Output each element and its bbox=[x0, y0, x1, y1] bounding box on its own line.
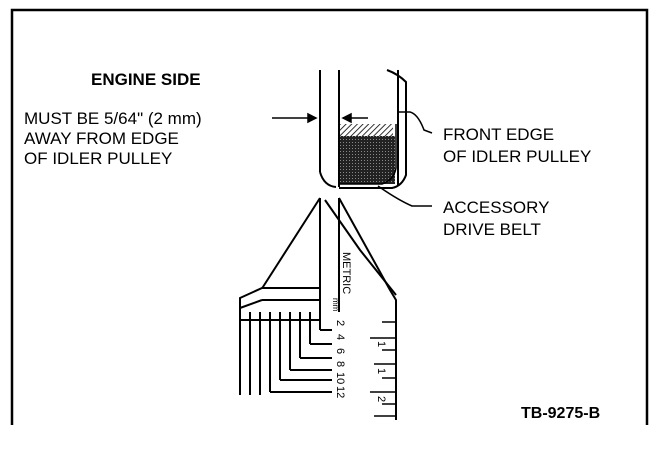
mm-tick-label: 4 bbox=[334, 334, 346, 340]
accessory-label-line-2: DRIVE BELT bbox=[443, 220, 541, 239]
inch-tick-label: 1 bbox=[375, 368, 387, 374]
front-edge-label-line-2: OF IDLER PULLEY bbox=[443, 147, 592, 166]
figure-id-label: TB-9275-B bbox=[521, 405, 601, 422]
engine-side-label: ENGINE SIDE bbox=[91, 70, 201, 89]
accessory-drive-belt bbox=[340, 124, 397, 185]
inch-scale bbox=[370, 321, 396, 417]
inch-tick-label: 1 bbox=[375, 341, 387, 347]
idler-pulley bbox=[319, 69, 407, 189]
mm-tick-label: 6 bbox=[334, 348, 346, 354]
accessory-label-line-1: ACCESSORY bbox=[443, 198, 550, 217]
figure-frame bbox=[10, 8, 649, 425]
gauge-title: METRIC bbox=[340, 252, 352, 294]
leader-lines bbox=[272, 111, 433, 207]
must-be-label-line-3: OF IDLER PULLEY bbox=[24, 149, 173, 168]
front-edge-label-line-1: FRONT EDGE bbox=[443, 125, 555, 144]
inch-tick-labels: 1 1 2 bbox=[375, 341, 387, 402]
must-be-label-line-2: AWAY FROM EDGE bbox=[24, 129, 179, 148]
inch-tick-label: 2 bbox=[375, 396, 387, 402]
mm-tick-labels: 2 4 6 8 10 12 bbox=[334, 320, 346, 398]
mm-tick-label: 2 bbox=[334, 320, 346, 326]
must-be-label-line-1: MUST BE 5/64" (2 mm) bbox=[24, 109, 202, 128]
mm-tick-label: 8 bbox=[334, 361, 346, 367]
mm-tick-label: 10 bbox=[334, 372, 346, 384]
belt-gauge bbox=[239, 197, 397, 420]
mm-tick-label: 12 bbox=[334, 386, 346, 398]
gauge-unit: mm bbox=[331, 298, 340, 312]
mm-scale bbox=[239, 312, 332, 395]
